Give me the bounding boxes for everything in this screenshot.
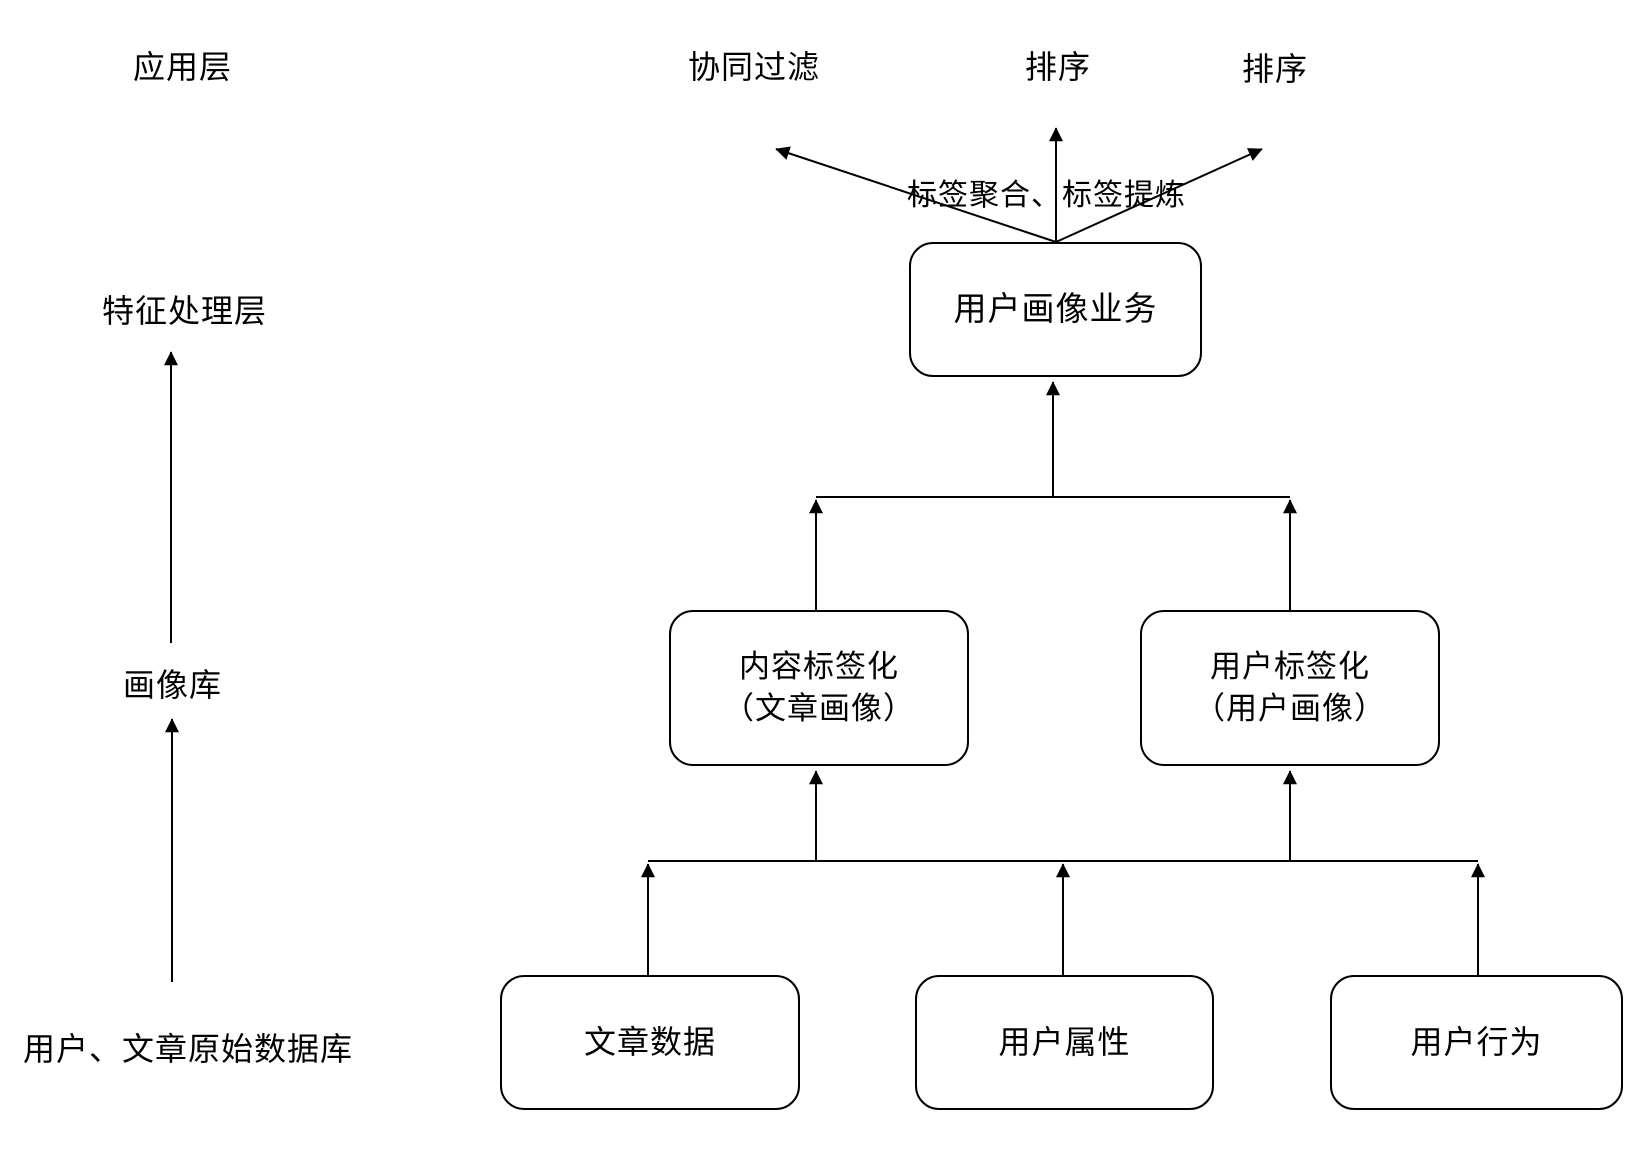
node-user-profile-service: 用户画像业务 [909, 242, 1202, 377]
layer-label-feature-processing: 特征处理层 [102, 293, 268, 329]
layer-label-profile-library: 画像库 [123, 667, 223, 703]
node-user-behavior-label: 用户行为 [1410, 1023, 1543, 1060]
top-label-collaborative-filtering: 协同过滤 [688, 49, 821, 85]
layer-label-application: 应用层 [133, 49, 233, 85]
top-label-ranking-2: 排序 [1242, 51, 1309, 87]
node-user-profile-service-label: 用户画像业务 [953, 290, 1158, 328]
arrow-annotation-tag-aggregation: 标签聚合、标签提炼 [907, 179, 1186, 212]
node-user-behavior: 用户行为 [1330, 975, 1623, 1110]
node-user-tagging: 用户标签化 （用户画像） [1140, 610, 1440, 766]
node-content-tagging-line2: （文章画像） [723, 691, 915, 726]
node-content-tagging: 内容标签化 （文章画像） [669, 610, 969, 766]
layer-label-raw-database: 用户、文章原始数据库 [23, 1031, 354, 1067]
top-label-ranking-1: 排序 [1025, 49, 1092, 85]
node-user-tagging-line2: （用户画像） [1194, 691, 1386, 726]
node-content-tagging-line1: 内容标签化 [739, 649, 899, 685]
node-user-attributes: 用户属性 [915, 975, 1214, 1110]
node-user-attributes-label: 用户属性 [998, 1023, 1131, 1060]
node-user-tagging-line1: 用户标签化 [1210, 649, 1370, 685]
node-article-data: 文章数据 [500, 975, 800, 1110]
node-article-data-label: 文章数据 [583, 1023, 716, 1060]
